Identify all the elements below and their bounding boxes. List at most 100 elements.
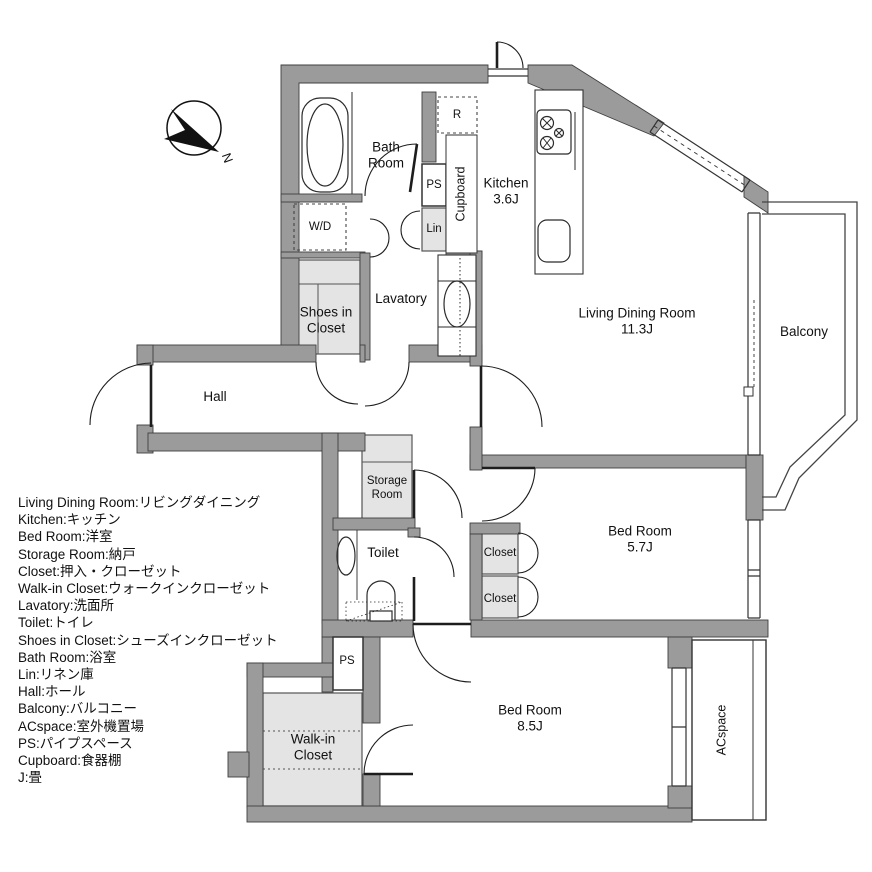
wd-bifold-arcs (369, 218, 390, 258)
legend-line: Walk-in Closet:ウォークインクローゼット (18, 581, 271, 597)
label-acspace: ACspace (714, 704, 729, 756)
legend-line: Living Dining Room:リビングダイニング (18, 495, 261, 510)
kitchen-door-arc (496, 41, 524, 69)
fixtures (301, 92, 576, 622)
kitchen-sink (537, 219, 571, 263)
door-arcs (89, 41, 543, 775)
door-leaves (149, 42, 535, 776)
legend-line: Kitchen:キッチン (18, 512, 121, 528)
legend-line: Lavatory:洗面所 (18, 598, 115, 614)
legend-line: ACspace:室外機置場 (18, 718, 145, 734)
ps-top-box (421, 163, 447, 207)
hall-doorB-arc (364, 361, 410, 407)
legend-line: Storage Room:納戸 (18, 546, 136, 562)
cupboard-box (445, 134, 478, 254)
lin-bifold-arcs (400, 210, 421, 250)
ldk-door-arc (480, 365, 543, 428)
legend: Living Dining Room:リビングダイニング Kitchen:キッチ… (18, 494, 278, 786)
wall-bottom (246, 805, 693, 823)
bed2-door-arc (412, 623, 472, 683)
storage-door-arc (413, 469, 463, 519)
label-storage-room: Storage Room (366, 474, 408, 501)
label-balcony: Balcony (779, 323, 829, 339)
compass-icon (164, 100, 222, 156)
label-toilet: Toilet (367, 544, 399, 560)
label-hall: Hall (203, 388, 227, 404)
label-ps-top: PS (426, 178, 442, 191)
label-closet-2: Closet (483, 592, 517, 605)
walkin-closet-area (262, 692, 363, 807)
washer-dryer-box (293, 203, 347, 251)
bathtub-inner (306, 103, 344, 187)
legend-line: Bath Room:浴室 (18, 649, 117, 665)
window-bed2-ac (671, 667, 687, 787)
wall-bath-bottom (280, 193, 363, 203)
dashed-boxes (293, 96, 478, 251)
kitchen-counter (534, 89, 584, 275)
legend-line: PS:パイプスペース (18, 735, 133, 751)
balcony-outline (762, 201, 858, 511)
storage-room-area (361, 434, 413, 528)
wall-wd-shoes (280, 251, 366, 259)
wall-ldk-bed1 (469, 454, 747, 469)
toilet-door-arc (413, 536, 455, 578)
legend-line: Bed Room:洋室 (18, 529, 113, 545)
stove (536, 109, 572, 155)
doors (89, 41, 543, 776)
closet-divider-lines (263, 283, 412, 770)
bath-door-leaf (408, 143, 419, 193)
wall-ne-corner (743, 175, 769, 214)
window-diagonal (649, 119, 751, 193)
shoes-closet-area (291, 259, 361, 355)
label-kitchen: Kitchen 3.6J (483, 175, 529, 207)
closet1-area (481, 531, 519, 575)
bath-door-arc (364, 143, 418, 197)
wall-shoes-right (359, 252, 371, 361)
window-bed1-right (747, 519, 761, 619)
hall-doorA-arc (315, 361, 359, 405)
closet2-area (481, 575, 519, 619)
legend-line: J:畳 (18, 770, 43, 786)
bed1-door-arc (481, 467, 536, 522)
entry-door-arc (89, 362, 152, 426)
toilet-tank (369, 610, 393, 622)
label-bed-room-2: Bed Room 8.5J (498, 702, 562, 734)
legend-line: Shoes in Closet:シューズインクローゼット (18, 632, 278, 648)
acspace-box (691, 639, 767, 821)
label-bath-room: Bath Room (367, 139, 405, 171)
legend-line: Toilet:トイレ (18, 615, 94, 631)
label-walkin-closet: Walk-in Closet (290, 731, 336, 763)
window-latch (743, 386, 754, 397)
refrigerator-box (437, 96, 478, 134)
legend-line: Lin:リネン庫 (18, 667, 94, 683)
label-bed-room-1: Bed Room 5.7J (608, 523, 672, 555)
window-ldk-right (747, 212, 761, 456)
legend-line: Hall:ホール (18, 684, 86, 700)
wic-door-arc (363, 724, 414, 775)
label-closet-1: Closet (483, 546, 517, 559)
wall-toilet-top (332, 517, 416, 531)
label-lavatory: Lavatory (375, 290, 427, 306)
label-refrigerator: R (452, 108, 462, 121)
legend-line: Cupboard:食器棚 (18, 753, 122, 769)
bathtub-outer (301, 97, 349, 193)
closet-areas (262, 207, 519, 807)
label-cupboard: Cupboard (453, 166, 468, 222)
kitchen-service-threshold (488, 68, 528, 77)
label-lin: Lin (426, 222, 442, 235)
ps-bottom-box (332, 636, 364, 691)
lin-area (421, 207, 447, 252)
wall-top-diagonal (527, 64, 665, 137)
legend-line: Closet:押入・クローゼット (18, 563, 182, 579)
legend-line: Balcony:バルコニー (18, 701, 138, 717)
wall-hall-bottom (147, 432, 366, 452)
closet2-bifold-arcs (517, 576, 539, 618)
wall-bed1-bed2 (470, 619, 769, 638)
wall-bump (227, 751, 250, 778)
label-ps-bottom: PS (339, 654, 355, 667)
wall-bath-right (421, 91, 437, 163)
toilet-sink (336, 536, 356, 576)
closet1-bifold-arcs (517, 532, 539, 574)
